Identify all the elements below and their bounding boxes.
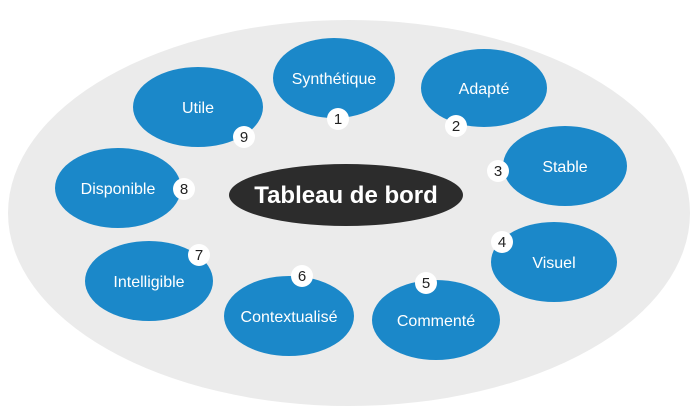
item-1-number: 1	[334, 111, 342, 128]
center-title: Tableau de bord	[254, 182, 438, 209]
item-8-number: 8	[180, 181, 188, 198]
item-2-label: Adapté	[459, 81, 510, 98]
item-3-number: 3	[494, 163, 502, 180]
item-3-label: Stable	[542, 159, 587, 176]
item-6-label: Contextualisé	[241, 309, 338, 326]
item-2-number: 2	[452, 118, 460, 135]
item-5-label: Commenté	[397, 313, 475, 330]
item-3-bubble: Stable 3	[487, 126, 627, 206]
item-6-number: 6	[298, 268, 306, 285]
item-8-bubble: Disponible 8	[55, 148, 195, 228]
item-1-bubble: Synthétique 1	[273, 38, 395, 130]
item-9-label: Utile	[182, 100, 214, 117]
item-2-bubble: Adapté 2	[421, 49, 547, 137]
item-7-label: Intelligible	[113, 274, 184, 291]
center-node: Tableau de bord	[229, 164, 463, 226]
item-9-bubble: Utile 9	[133, 67, 263, 148]
item-5-number: 5	[422, 275, 430, 292]
item-4-label: Visuel	[532, 255, 575, 272]
item-5-bubble: Commenté 5	[372, 272, 500, 360]
item-7-bubble: Intelligible 7	[85, 241, 213, 321]
item-1-label: Synthétique	[292, 71, 377, 88]
item-8-label: Disponible	[81, 181, 156, 198]
item-4-number: 4	[498, 234, 506, 251]
item-9-number: 9	[240, 129, 248, 146]
item-7-number: 7	[195, 247, 203, 264]
item-6-bubble: Contextualisé 6	[224, 265, 354, 356]
item-4-bubble: Visuel 4	[491, 222, 617, 302]
